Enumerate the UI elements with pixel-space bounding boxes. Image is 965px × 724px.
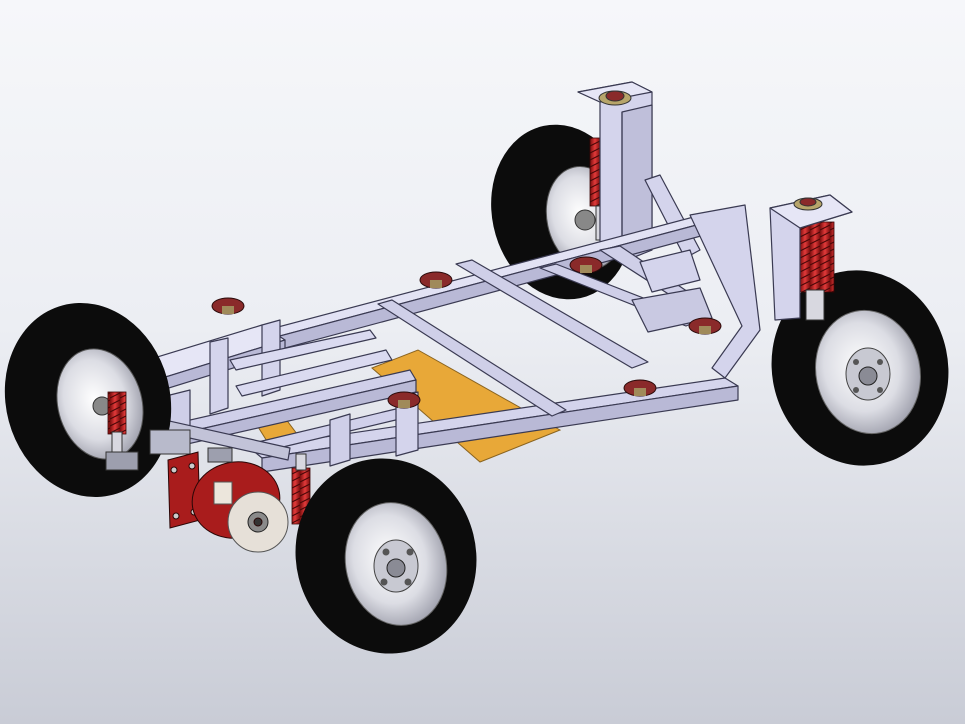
mount-pad	[387, 391, 421, 409]
mount-pad	[623, 379, 657, 397]
right-strut-tower	[769, 194, 853, 321]
wheel-front-center	[295, 458, 477, 654]
mount-pad-tower-rear	[598, 90, 632, 106]
drive-motor	[167, 447, 289, 553]
mount-pads	[211, 256, 722, 409]
mount-pad	[688, 317, 722, 335]
chassis-frame	[107, 204, 761, 473]
mount-pad-tower-right	[793, 197, 823, 211]
front-axle-hardware	[105, 429, 191, 471]
wheel-front-left	[4, 302, 172, 498]
mount-pad	[419, 271, 453, 289]
shock-absorber-front-left	[107, 391, 127, 453]
mount-pad	[211, 297, 245, 315]
mount-pad	[569, 256, 603, 274]
shock-absorber-front-right	[795, 221, 835, 321]
